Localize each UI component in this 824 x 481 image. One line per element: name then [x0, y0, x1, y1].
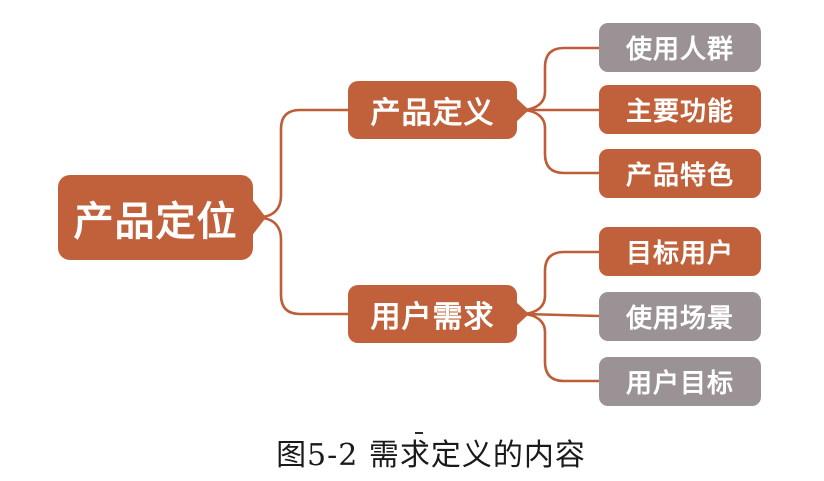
node-user-needs: 用户需求	[348, 285, 517, 343]
figure-caption: 图5-2 需求定义的内容	[276, 438, 586, 473]
scan-artifact-mark	[415, 432, 423, 434]
node-usage-scenarios: 使用场景	[599, 292, 761, 341]
connector-branch0-to-leaf-00	[523, 46, 599, 112]
connector-root-to-branch-0	[261, 108, 348, 219]
connector-branch0-to-leaf-02	[523, 108, 599, 175]
node-main-functions: 主要功能	[599, 85, 761, 134]
branch1-node-arrow-tip	[515, 301, 529, 327]
node-product-features: 产品特色	[599, 149, 761, 198]
node-user-goals: 用户目标	[599, 357, 761, 406]
connector-branch1-to-leaf-12	[523, 312, 599, 383]
node-user-groups: 使用人群	[599, 23, 761, 72]
connector-branch1-to-leaf-10	[523, 250, 599, 316]
node-product-definition: 产品定义	[348, 81, 517, 139]
connector-branch1-to-leaf-11	[523, 312, 600, 318]
connector-root-to-branch-1	[261, 216, 348, 316]
node-target-users: 目标用户	[599, 227, 761, 276]
root-node-arrow-tip	[251, 198, 266, 237]
node-product-positioning: 产品定位	[58, 175, 253, 260]
branch0-node-arrow-tip	[515, 97, 529, 123]
